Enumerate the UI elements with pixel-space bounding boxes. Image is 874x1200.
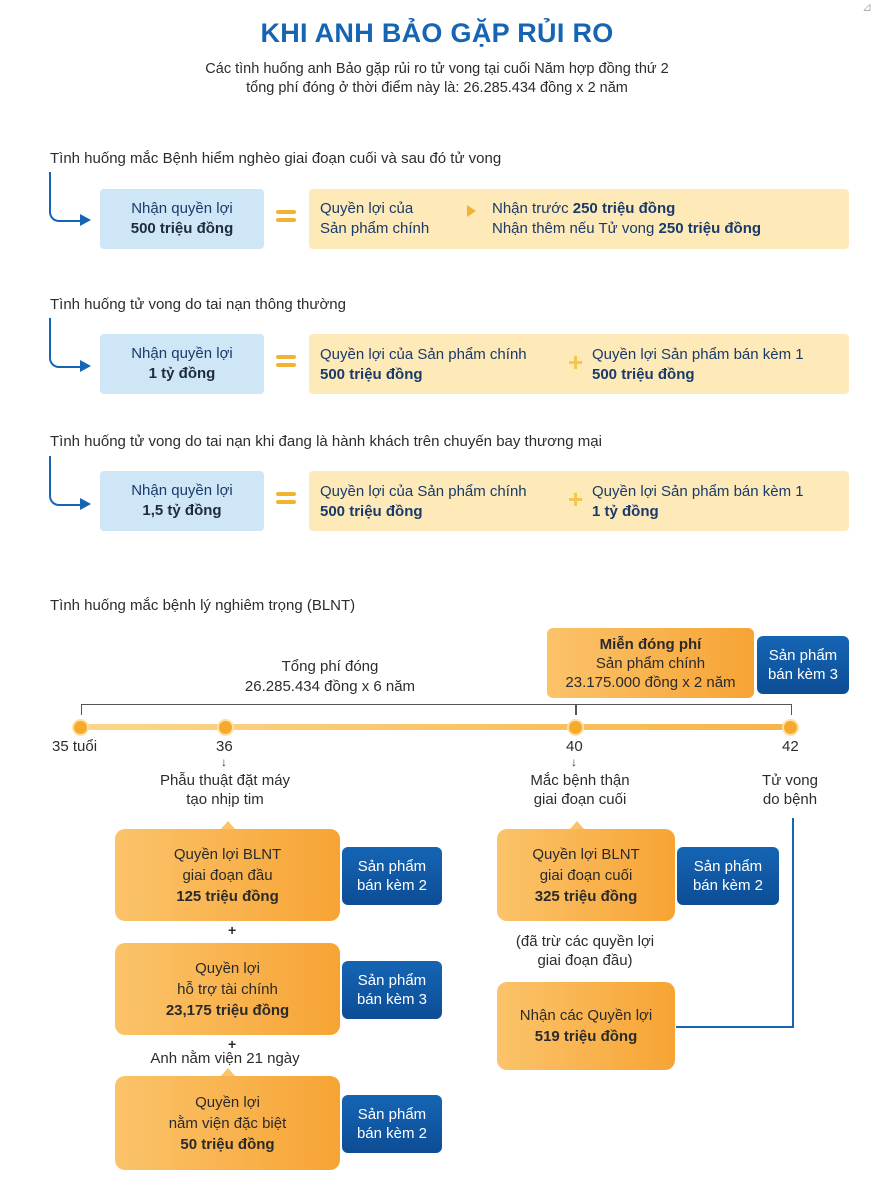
plus-icon: + [228,1036,237,1052]
scenario-2-left-text: Quyền lợi của Sản phẩm chính 500 triệu đ… [320,346,527,383]
age-40-label: 40 [566,738,583,755]
death-connector-horizontal [676,1026,794,1028]
event-42-label: Tử vong do bệnh [762,772,818,808]
triangle-right-icon [467,205,476,217]
age-42-label: 42 [782,738,799,755]
scenario-2-connector [49,318,81,368]
benefit-hospital-box: Quyền lợi nằm viện đặc biệt 50 triệu đồn… [115,1076,340,1170]
receive-amount: 1 tỷ đồng [148,365,216,382]
plus-icon: + [568,347,584,377]
total-benefit-box: Nhận các Quyền lợi 519 triệu đồng [497,982,675,1070]
premium-waiver-box: Miễn đóng phí Sản phẩm chính 23.175.000 … [547,628,754,698]
scenario-1-left-text: Quyền lợi của Sản phẩm chính [320,200,430,237]
scenario-1-right-text: Nhận trước 250 triệu đồng Nhận thêm nếu … [492,200,762,237]
scenario-1-connector [49,172,81,222]
equals-icon [276,488,296,508]
timeline-dot [219,721,232,734]
age-36-label: 36 [216,738,233,755]
scenario-1-receive-box: Nhận quyền lợi 500 triệu đồng [100,189,264,249]
deducted-note: (đã trừ các quyền lợi giai đoạn đầu) [515,933,655,969]
scenario-2-benefit-box [309,334,849,394]
benefit-financial-support-box: Quyền lợi hỗ trợ tài chính 23,175 triệu … [115,943,340,1035]
scenario-3-benefit-box [309,471,849,531]
blnt-heading: Tình huống mắc bệnh lý nghiêm trọng (BLN… [50,597,356,614]
product-badge-2: Sản phẩm bán kèm 2 [677,847,779,905]
scenario-3-heading: Tình huống tử vong do tai nạn khi đang l… [50,433,602,450]
receive-amount: 1,5 tỷ đồng [142,502,222,519]
scenario-3-connector [49,456,81,506]
scenario-2-heading: Tình huống tử vong do tai nạn thông thườ… [50,296,346,313]
receive-label: Nhận quyền lợi [131,345,233,362]
arrow-right-icon [80,360,91,372]
timeline-bar [80,724,792,730]
arrow-right-icon [80,498,91,510]
scenario-2-receive-box: Nhận quyền lợi 1 tỷ đồng [100,334,264,394]
arrow-down-icon: ↓ [571,755,577,769]
scenario-3-receive-box: Nhận quyền lợi 1,5 tỷ đồng [100,471,264,531]
benefit-blnt-final-box: Quyền lợi BLNT giai đoạn cuối 325 triệu … [497,829,675,921]
product-badge-3: Sản phẩm bán kèm 3 [342,961,442,1019]
event-36-label: Phẫu thuật đặt máy tạo nhịp tim [159,772,291,808]
receive-label: Nhận quyền lợi [131,200,233,217]
scenario-1-benefit-box [309,189,849,249]
equals-icon [276,206,296,226]
subtitle-line-1: Các tình huống anh Bảo gặp rủi ro tử von… [205,61,669,77]
product-badge-2: Sản phẩm bán kèm 2 [342,1095,442,1153]
equals-icon [276,351,296,371]
age-35-label: 35 tuổi [52,738,98,755]
scenario-1-heading: Tình huống mắc Bệnh hiểm nghèo giai đoạn… [50,150,502,167]
product-badge-2: Sản phẩm bán kèm 2 [342,847,442,905]
receive-amount: 500 triệu đồng [130,220,234,237]
waiver-bracket [576,704,792,715]
page-subtitle: Các tình huống anh Bảo gặp rủi ro tử von… [0,60,874,98]
subtitle-line-2: tổng phí đóng ở thời điểm này là: 26.285… [246,80,628,96]
callout-notch [220,821,236,830]
timeline-dot [569,721,582,734]
scenario-3-right-text: Quyền lợi Sản phẩm bán kèm 1 1 tỷ đồng [592,483,804,520]
premium-bracket [81,704,576,715]
callout-notch [569,821,585,830]
hospital-note: Anh nằm viện 21 ngày [150,1050,300,1067]
death-connector-vertical [792,818,794,1028]
plus-icon: + [228,922,237,938]
scenario-2-right-text: Quyền lợi Sản phẩm bán kèm 1 500 triệu đ… [592,346,804,383]
callout-notch [220,1068,236,1077]
corner-mark: ⊿ [861,0,872,14]
timeline-dot [784,721,797,734]
waiver-product-badge: Sản phẩm bán kèm 3 [757,636,849,694]
receive-label: Nhận quyền lợi [131,482,233,499]
plus-icon: + [568,484,584,514]
scenario-3-left-text: Quyền lợi của Sản phẩm chính 500 triệu đ… [320,483,527,520]
page-title: KHI ANH BẢO GẶP RỦI RO [260,18,614,48]
benefit-blnt-early-box: Quyền lợi BLNT giai đoạn đầu 125 triệu đ… [115,829,340,921]
timeline-dot [74,721,87,734]
arrow-right-icon [80,214,91,226]
arrow-down-icon: ↓ [221,755,227,769]
event-40-label: Mắc bệnh thận giai đoạn cuối [530,772,630,808]
total-premium-label: Tổng phí đóng 26.285.434 đồng x 6 năm [244,658,416,695]
